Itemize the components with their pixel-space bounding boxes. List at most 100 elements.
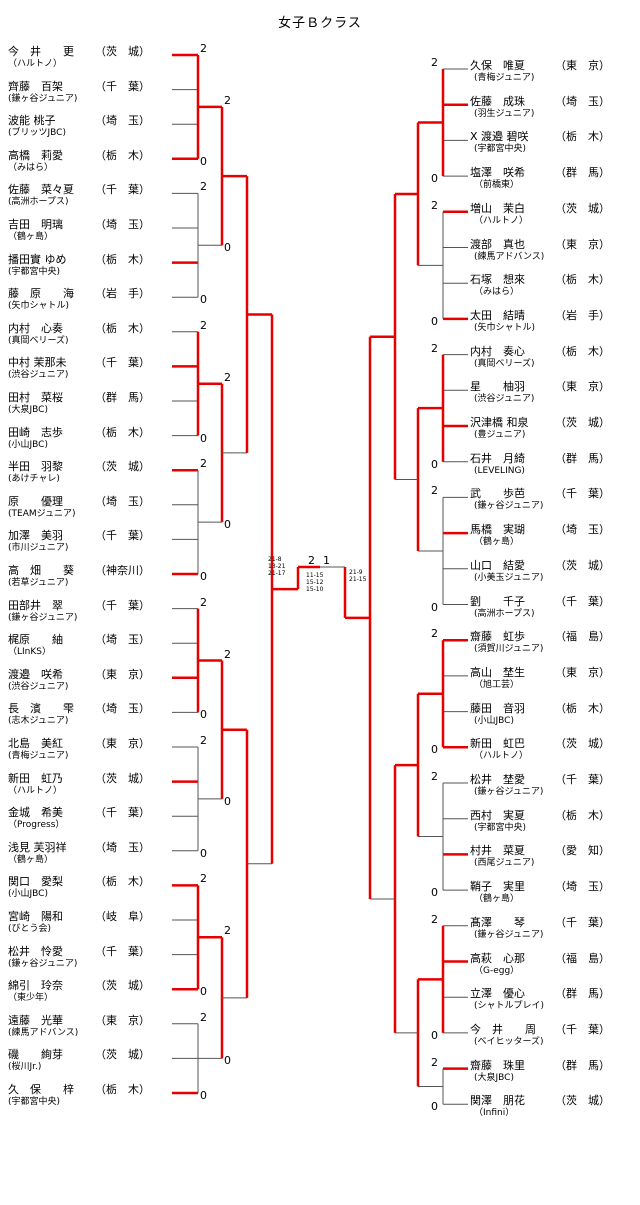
player-name: 内村 奏心 — [470, 344, 525, 358]
player-club: (小山JBC) — [8, 439, 48, 450]
player-name: 石塚 想來 — [470, 273, 525, 287]
player-name: 関口 愛梨 — [8, 875, 63, 889]
player-club: (青梅ジュニア) — [474, 73, 535, 83]
player-prefecture: （栃 木） — [555, 130, 610, 144]
player-club: (宇都宮中央) — [8, 1097, 61, 1107]
player-club: (あけチャレ) — [8, 474, 60, 485]
player-prefecture: （茨 城） — [95, 45, 150, 58]
round-result: 2 — [200, 872, 207, 886]
player-prefecture: （茨 城） — [555, 1094, 610, 1108]
player-prefecture: （栃 木） — [95, 875, 150, 889]
player-name: 吉田 明璃 — [8, 218, 63, 231]
round-result: 2 — [431, 627, 438, 641]
player-prefecture: （群 馬） — [555, 987, 610, 1001]
player-club: (志木ジュニア) — [8, 716, 69, 727]
player-prefecture: （千 葉） — [95, 529, 150, 543]
player-club: （みはら） — [474, 287, 520, 298]
round-result: 0 — [200, 154, 207, 168]
player-name: 星 柚羽 — [470, 380, 525, 394]
player-name: 梶原 紬 — [8, 633, 63, 647]
player-club: (ブリッツJBC) — [8, 128, 66, 139]
player-name: 山口 結愛 — [470, 558, 525, 572]
round-result: 0 — [200, 1089, 207, 1102]
round-result: 2 — [200, 1010, 207, 1024]
round-result: 2 — [431, 484, 438, 498]
player-name: 齋藤 珠里 — [470, 1058, 525, 1072]
player-club: （LInKS） — [8, 647, 51, 658]
player-prefecture: （栃 木） — [95, 252, 150, 266]
player-prefecture: （群 馬） — [555, 166, 610, 180]
player-prefecture: （栃 木） — [555, 808, 610, 822]
player-club: （鶴ヶ島） — [474, 894, 520, 905]
player-club: (渋谷ジュニア) — [474, 394, 535, 405]
player-prefecture: （千 葉） — [555, 773, 610, 786]
final-left-result: 2 — [308, 554, 315, 567]
round-result: 0 — [200, 846, 207, 860]
player-name: 太田 結晴 — [470, 308, 525, 322]
round-result: 2 — [224, 647, 231, 661]
player-prefecture: （東 京） — [95, 667, 150, 681]
player-club: （鶴ヶ島） — [8, 232, 54, 242]
player-club: (小山JBC) — [8, 889, 48, 900]
player-name: 田部井 翠 — [8, 598, 63, 612]
round-result: 0 — [431, 457, 438, 471]
player-prefecture: （千 葉） — [95, 356, 150, 370]
player-prefecture: （栃 木） — [95, 321, 150, 335]
player-club: (桜川Jr.) — [8, 1062, 42, 1073]
player-name: 松井 怜愛 — [8, 944, 63, 958]
round-result: 0 — [431, 743, 438, 757]
round-result: 0 — [224, 794, 231, 808]
player-club: (シャトルプレイ) — [474, 1001, 545, 1012]
player-club: （旭工芸） — [474, 679, 520, 690]
player-name: 渡邉 咲希 — [8, 667, 63, 681]
player-name: 高橋 莉愛 — [8, 148, 63, 162]
player-prefecture: （東 京） — [95, 1013, 150, 1027]
player-name: 松井 埜愛 — [470, 773, 525, 786]
player-prefecture: （栃 木） — [95, 1083, 150, 1096]
player-prefecture: （岩 手） — [95, 287, 150, 301]
player-prefecture: （福 島） — [555, 630, 610, 644]
player-name: 今 井 更 — [8, 45, 74, 58]
player-prefecture: （茨 城） — [95, 979, 150, 993]
player-club: (矢巾シャトル) — [474, 322, 536, 333]
round-result: 2 — [431, 770, 438, 783]
final-right-result: 1 — [323, 554, 330, 567]
player-prefecture: （茨 城） — [555, 737, 610, 751]
player-club: (練馬アドバンス) — [474, 251, 545, 262]
round-result: 0 — [200, 570, 207, 583]
player-club: (大泉JBC) — [474, 1072, 514, 1083]
player-prefecture: （群 馬） — [555, 1058, 610, 1072]
player-name: 塩澤 咲希 — [470, 166, 525, 180]
round-result: 2 — [431, 56, 438, 69]
round-result: 2 — [200, 42, 207, 55]
player-club: （みはら） — [8, 162, 54, 173]
player-prefecture: （神奈川） — [95, 564, 150, 577]
player-prefecture: （茨 城） — [555, 201, 610, 215]
player-club: (宇都宮中央) — [8, 266, 61, 277]
player-prefecture: （埼 玉） — [95, 494, 150, 508]
player-club: (ベイヒッターズ) — [474, 1036, 544, 1047]
player-name: 中村 茉那未 — [8, 356, 67, 370]
player-club: (市川ジュニア) — [8, 543, 69, 554]
player-name: 鞘子 実里 — [470, 880, 525, 894]
player-club: （ハルトノ） — [474, 215, 529, 226]
round-result: 0 — [431, 1028, 438, 1042]
player-prefecture: （群 馬） — [95, 391, 150, 404]
player-name: 宮崎 陽和 — [8, 910, 63, 923]
final-score-left: 21-8 13-21 21-17 — [268, 556, 286, 577]
player-club: (鎌ヶ谷ジュニア) — [8, 93, 78, 104]
player-club: (鎌ヶ谷ジュニア) — [474, 501, 544, 512]
player-prefecture: （栃 木） — [555, 701, 610, 715]
player-club: (大泉JBC) — [8, 405, 48, 415]
player-club: (鎌ヶ谷ジュニア) — [474, 929, 544, 940]
player-prefecture: （千 葉） — [555, 915, 610, 929]
player-prefecture: （茨 城） — [95, 460, 150, 474]
player-club: (高洲ホープス) — [8, 197, 69, 208]
player-prefecture: （埼 玉） — [555, 880, 610, 894]
round-result: 0 — [431, 1100, 438, 1114]
player-name: 石井 月綺 — [470, 451, 525, 465]
player-prefecture: （福 島） — [555, 951, 610, 965]
player-name: 高萩 心那 — [470, 951, 525, 965]
player-name: 馬橋 実瑚 — [470, 523, 525, 537]
